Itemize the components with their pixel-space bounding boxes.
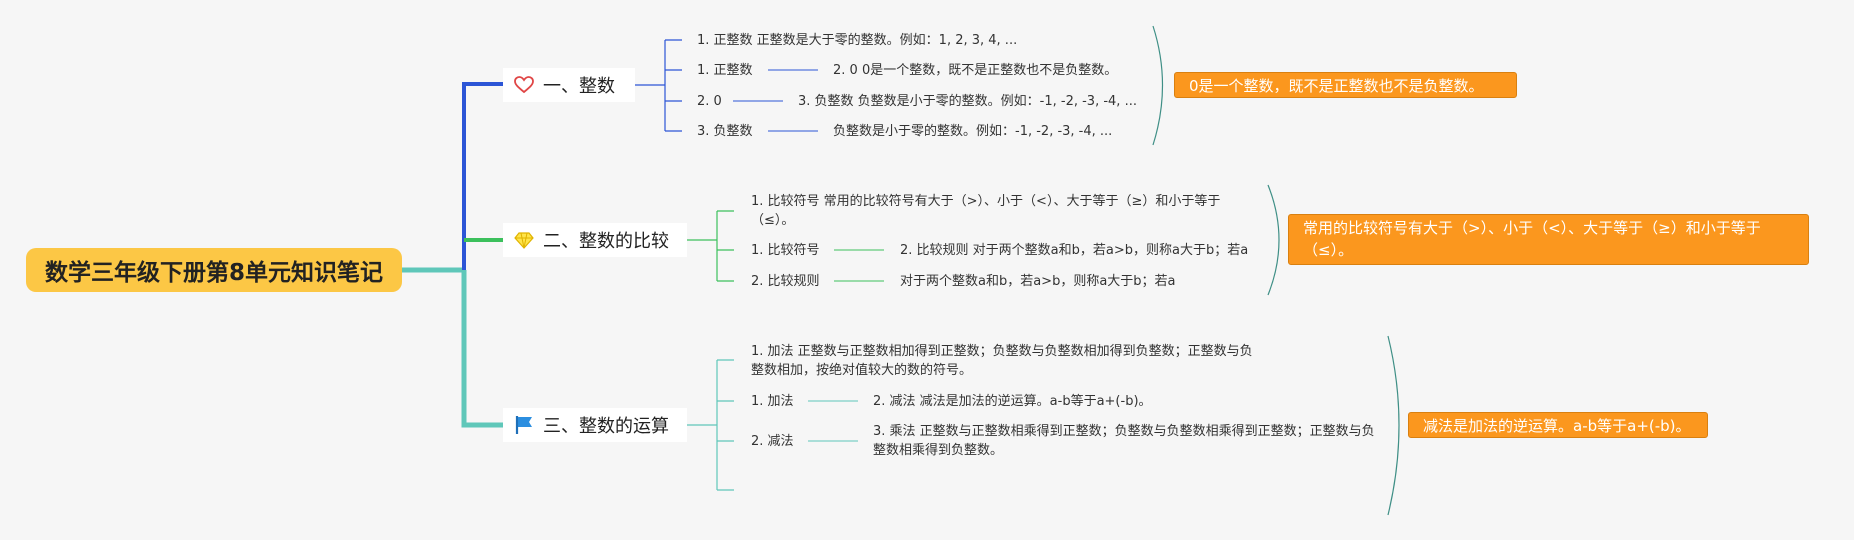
branch3-leaf-connector	[687, 359, 734, 491]
list-item[interactable]: 负整数是小于零的整数。例如：-1, -2, -3, -4, ...	[833, 124, 1113, 139]
flag-icon	[513, 414, 535, 436]
list-item[interactable]: 2. 减法	[751, 434, 794, 449]
branch1-leaf-connector	[635, 39, 682, 132]
branch2-leaf-connector	[687, 210, 734, 282]
list-item[interactable]: 3. 负整数 负整数是小于零的整数。例如：-1, -2, -3, -4, ...	[798, 94, 1137, 109]
branch3-summary-bracket	[1387, 335, 1400, 516]
summary-box[interactable]: 0是一个整数，既不是正整数也不是负整数。	[1174, 72, 1517, 98]
list-item[interactable]: 1. 比较符号	[751, 243, 820, 258]
list-item[interactable]: 1. 加法	[751, 394, 794, 409]
list-item[interactable]: 2. 0 0是一个整数，既不是正整数也不是负整数。	[833, 63, 1118, 78]
branch1-detail-connector	[733, 69, 818, 132]
list-item[interactable]: 2. 减法 减法是加法的逆运算。a-b等于a+(-b)。	[873, 394, 1152, 409]
list-item[interactable]: 2. 比较规则	[751, 274, 820, 289]
list-item[interactable]: 1. 正整数 正整数是大于零的整数。例如：1, 2, 3, 4, ...	[697, 33, 1018, 48]
root-title: 数学三年级下册第8单元知识笔记	[44, 260, 383, 286]
branch2-detail-connector	[834, 249, 884, 282]
list-item[interactable]: 3. 乘法 正整数与正整数相乘得到正整数；负整数与负整数相乘得到正整数；正整数与…	[873, 424, 1375, 458]
branch-integer-comparison[interactable]: 二、整数的比较	[503, 223, 687, 257]
list-item[interactable]: 2. 0	[697, 94, 722, 109]
branch3-detail-connector	[808, 400, 858, 442]
summary-box[interactable]: 减法是加法的逆运算。a-b等于a+(-b)。	[1408, 412, 1708, 438]
summary-box[interactable]: 常用的比较符号有大于（>）、小于（<）、大于等于（≥）和小于等于（≤）。	[1288, 214, 1809, 265]
heart-icon	[513, 74, 535, 96]
branch2-summary-bracket	[1267, 184, 1280, 296]
summary-text: 常用的比较符号有大于（>）、小于（<）、大于等于（≥）和小于等于（≤）。	[1303, 219, 1761, 259]
root-topic[interactable]: 数学三年级下册第8单元知识笔记	[26, 248, 402, 292]
branch1-connector	[462, 82, 505, 270]
list-item[interactable]: 2. 比较规则 对于两个整数a和b，若a>b，则称a大于b；若a	[900, 243, 1249, 258]
summary-text: 0是一个整数，既不是正整数也不是负整数。	[1189, 77, 1484, 95]
list-item[interactable]: 1. 加法 正整数与正整数相加得到正整数；负整数与负整数相加得到负整数；正整数与…	[751, 344, 1253, 378]
branch-title: 一、整数	[543, 76, 615, 97]
branch-title: 二、整数的比较	[543, 231, 669, 252]
diamond-icon	[513, 229, 535, 251]
list-item[interactable]: 1. 正整数	[697, 63, 753, 78]
summary-text: 减法是加法的逆运算。a-b等于a+(-b)。	[1423, 417, 1691, 435]
list-item[interactable]: 1. 比较符号 常用的比较符号有大于（>）、小于（<）、大于等于（≥）和小于等于…	[751, 194, 1221, 228]
branch3-connector	[461, 270, 505, 428]
list-item[interactable]: 对于两个整数a和b，若a>b，则称a大于b；若a	[900, 274, 1176, 289]
branch-integer-operations[interactable]: 三、整数的运算	[503, 408, 687, 442]
branch-title: 三、整数的运算	[543, 416, 669, 437]
branch1-summary-bracket	[1152, 25, 1164, 146]
branch-integers[interactable]: 一、整数	[503, 68, 635, 102]
list-item[interactable]: 3. 负整数	[697, 124, 753, 139]
